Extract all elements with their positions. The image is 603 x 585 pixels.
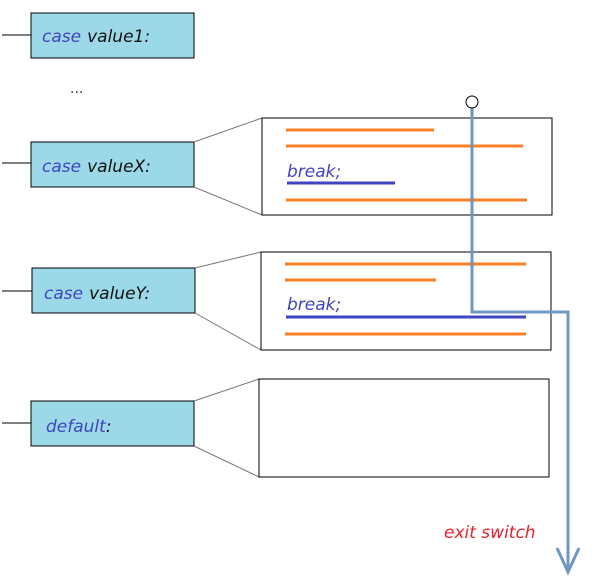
zoom-line-bottom bbox=[194, 312, 262, 351]
exit-switch-label: exit switch bbox=[444, 523, 536, 543]
case-keyword: case bbox=[44, 284, 83, 304]
case-keyword: case bbox=[42, 27, 81, 47]
zoom-line-bottom bbox=[193, 445, 260, 478]
zoom-line-bottom bbox=[193, 186, 263, 216]
flow-start-circle bbox=[465, 95, 479, 109]
zoom-line-top bbox=[194, 251, 262, 269]
case-box bbox=[30, 12, 195, 59]
case-label: case valueY: bbox=[44, 284, 150, 304]
case-label: case value1: bbox=[42, 27, 150, 47]
case-value: valueX: bbox=[87, 157, 151, 177]
case-box bbox=[31, 267, 196, 314]
case-block-valueY: case valueY: break; bbox=[2, 251, 552, 351]
default-keyword: default bbox=[46, 417, 107, 437]
case-box bbox=[30, 400, 195, 447]
break-statement: break; bbox=[287, 162, 341, 182]
case-label: default: bbox=[46, 417, 112, 437]
case-block-valueX: case valueX: break; bbox=[2, 117, 553, 216]
case-body-box bbox=[258, 378, 550, 478]
zoom-line-top bbox=[193, 117, 263, 143]
case-box bbox=[30, 141, 195, 188]
arrowhead-icon bbox=[555, 547, 581, 576]
flow-line bbox=[470, 108, 570, 570]
case-value: : bbox=[106, 417, 112, 437]
case-value: value1: bbox=[87, 27, 150, 47]
zoom-line-top bbox=[193, 378, 260, 402]
case-block-default: default: bbox=[2, 378, 550, 478]
ellipsis: ... bbox=[70, 81, 83, 97]
case-value: valueY: bbox=[89, 284, 150, 304]
break-statement: break; bbox=[287, 295, 341, 315]
case-keyword: case bbox=[42, 157, 81, 177]
case-block-value1: case value1: bbox=[2, 12, 195, 59]
exit-flow-path bbox=[465, 95, 581, 576]
case-label: case valueX: bbox=[42, 157, 151, 177]
